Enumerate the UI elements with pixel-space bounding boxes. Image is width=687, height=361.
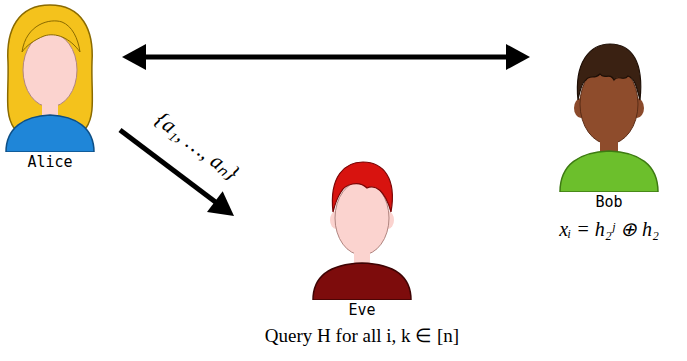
arrowhead [122, 44, 146, 70]
person-name: Eve [348, 300, 375, 320]
person-column: EveQuery H for all i, k ∈ [n] [265, 150, 459, 348]
message-arrow [122, 44, 530, 70]
alice-person: Alice [0, 2, 118, 172]
arrowhead [207, 191, 234, 216]
arrowhead [506, 44, 530, 70]
avatar-figure [297, 150, 427, 300]
avatar-figure [544, 22, 674, 192]
person-column: Alice [0, 2, 100, 172]
person-column: Bob xᵢ = h₂ʲ ⊕ h₂ [544, 22, 674, 242]
avatar-figure [0, 2, 100, 152]
arrow-shaft [144, 55, 508, 60]
eve-person: EveQuery H for all i, k ∈ [n] [232, 150, 492, 348]
person-name: Bob [595, 192, 622, 212]
formula: Query H for all i, k ∈ [n] [265, 324, 459, 348]
bob-person: Bob xᵢ = h₂ʲ ⊕ h₂ [534, 22, 684, 242]
formula: xᵢ = h₂ʲ ⊕ h₂ [559, 216, 659, 242]
message-label: {a₁, …, aₙ} [148, 104, 247, 187]
person-name: Alice [27, 152, 72, 172]
